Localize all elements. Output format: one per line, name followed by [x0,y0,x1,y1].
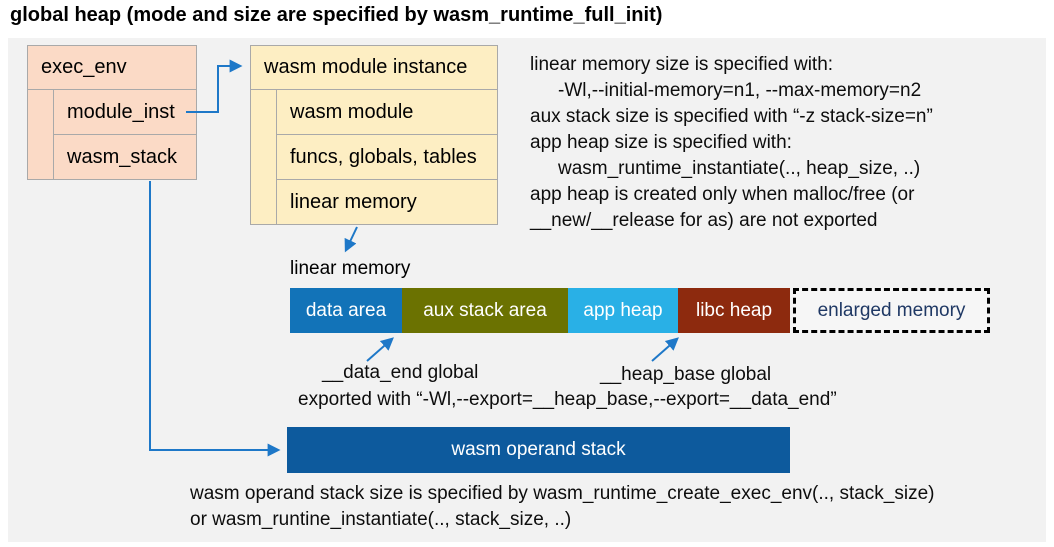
export-annotation: exported with “-Wl,--export=__heap_base,… [298,389,837,410]
note-line: app heap size is specified with: [530,132,792,153]
module-inst-cell: module_inst [53,89,197,135]
note-line: wasm operand stack size is specified by … [190,483,935,504]
note-line: __new/__release for as) are not exported [530,210,878,231]
linear-memory-label: linear memory [290,258,411,279]
wasm-module-instance-box-title: wasm module instance [250,45,498,90]
diagram-title: global heap (mode and size are specified… [10,4,663,26]
note-line: aux stack size is specified with “-z sta… [530,106,933,127]
segment-libc-heap: libc heap [678,288,790,333]
operand-stack-notes: wasm operand stack size is specified by … [190,481,935,533]
note-line: app heap is created only when malloc/fre… [530,184,915,205]
segment-enlarged-memory: enlarged memory [793,288,990,333]
wasm-stack-cell: wasm_stack [53,134,197,180]
segment-data-area: data area [290,288,402,333]
data-end-annotation: __data_end global [322,362,479,383]
segment-aux-stack-area: aux stack area [402,288,568,333]
wasm-module-instance-strip [250,89,277,225]
note-line: wasm_runtime_instantiate(.., heap_size, … [558,158,921,179]
exec-env-box-title: exec_env [27,45,197,90]
segment-app-heap: app heap [568,288,678,333]
funcs-globals-tables-cell: funcs, globals, tables [276,134,498,180]
note-line: or wasm_runtine_instantiate(.., stack_si… [190,509,572,530]
wasm-module-cell: wasm module [276,89,498,135]
exec-env-box-strip [27,89,54,180]
linear-memory-cell: linear memory [276,179,498,225]
linker-options-notes: linear memory size is specified with: -W… [530,52,933,234]
note-line: -Wl,--initial-memory=n1, --max-memory=n2 [558,80,922,101]
wasm-operand-stack-bar: wasm operand stack [287,427,790,473]
heap-base-annotation: __heap_base global [600,364,772,385]
note-line: linear memory size is specified with: [530,54,834,75]
